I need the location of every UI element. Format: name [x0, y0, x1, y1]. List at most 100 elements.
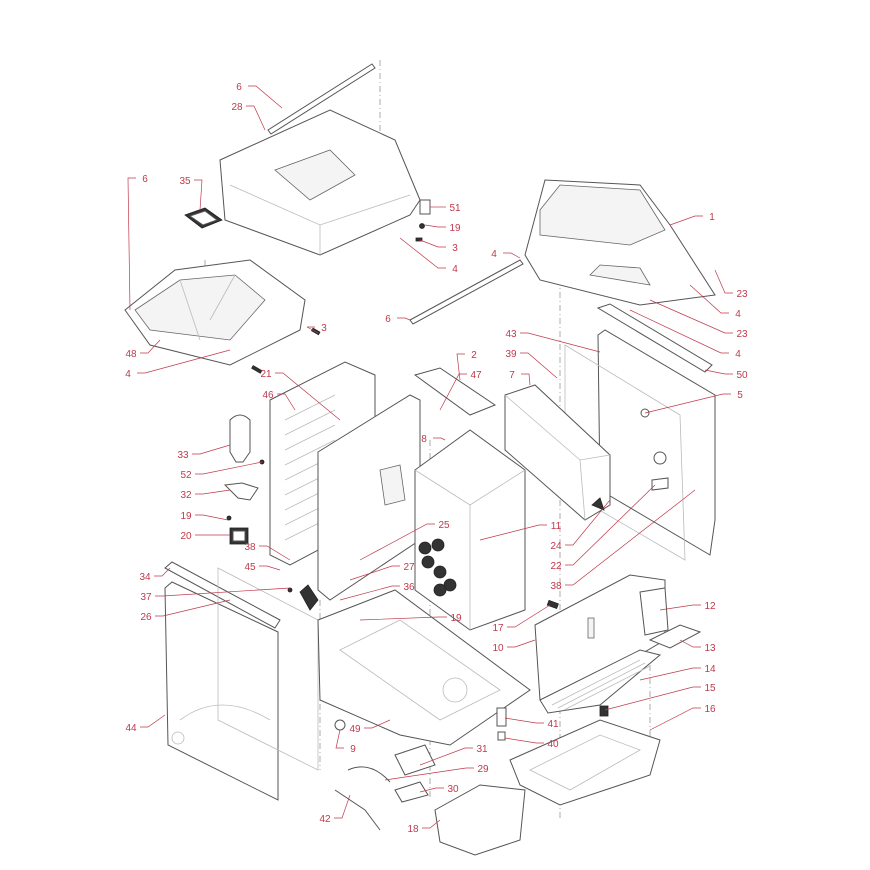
part-label-34: 34 [139, 572, 151, 583]
part-label-52: 52 [180, 470, 192, 481]
part-label-13: 13 [704, 643, 716, 654]
leader-line [155, 587, 291, 597]
leader-line [419, 787, 444, 793]
leader-line [565, 499, 611, 546]
leader-line [644, 393, 731, 414]
leader-line [259, 565, 281, 571]
leader-line [439, 373, 467, 411]
leader-line [195, 514, 229, 521]
container-part-18 [434, 784, 526, 856]
part-label-29: 29 [477, 764, 489, 775]
leader-line [140, 339, 161, 354]
part-label-48: 48 [125, 349, 137, 360]
leader-line [137, 349, 231, 374]
part-label-33: 33 [177, 450, 189, 461]
part-label-25: 25 [438, 520, 450, 531]
leader-line [689, 284, 729, 314]
part-label-23: 23 [736, 289, 748, 300]
leader-line [504, 737, 544, 744]
coils-part-27 [418, 538, 457, 597]
parts [124, 60, 716, 856]
part-32 [223, 482, 259, 501]
part-label-35: 35 [179, 176, 191, 187]
part-label-41: 41 [547, 719, 559, 730]
leader-line [649, 707, 701, 731]
leader-line [246, 105, 266, 131]
leader-line [503, 252, 521, 259]
leader-line [399, 237, 446, 269]
part-label-50: 50 [736, 370, 748, 381]
leader-line [334, 794, 351, 819]
part-label-39: 39 [505, 349, 517, 360]
part-label-15: 15 [704, 683, 716, 694]
leader-line [339, 585, 400, 601]
part-label-16: 16 [704, 704, 716, 715]
rod-part-6b [409, 259, 524, 325]
leader-line [565, 489, 696, 586]
side-panel-part-44 [164, 581, 279, 801]
part-label-32: 32 [180, 490, 192, 501]
part-label-27: 27 [403, 562, 415, 573]
leader-line [669, 215, 703, 226]
part-label-38: 38 [244, 542, 256, 553]
part-label-2: 2 [471, 350, 477, 361]
leader-line [384, 767, 474, 781]
part-label-7: 7 [509, 370, 515, 381]
part-label-1: 1 [709, 212, 715, 223]
part-label-20: 20 [180, 531, 192, 542]
part-label-12: 12 [704, 601, 716, 612]
panel-slats [284, 394, 336, 541]
leader-line [456, 353, 465, 381]
leader-line [714, 269, 733, 294]
part-30 [394, 781, 429, 803]
part-label-19: 19 [449, 223, 461, 234]
leader-line [521, 373, 531, 386]
part-13 [648, 624, 702, 649]
part-label-4: 4 [735, 349, 741, 360]
leader-line [127, 177, 136, 311]
leader-line [154, 567, 171, 577]
part-label-40: 40 [547, 739, 559, 750]
part-label-3: 3 [321, 323, 327, 334]
part-label-19: 19 [180, 511, 192, 522]
part-label-18: 18 [407, 824, 419, 835]
leader-line [275, 372, 341, 421]
part-label-45: 45 [244, 562, 256, 573]
leader-line [649, 299, 733, 334]
leader-line [565, 484, 656, 566]
leader-line [259, 545, 291, 561]
leader-line [195, 489, 231, 495]
cylinder-part-33 [229, 414, 251, 463]
part-label-4: 4 [491, 249, 497, 260]
leader-line [520, 332, 601, 353]
part-label-44: 44 [125, 723, 137, 734]
leader-line [520, 352, 558, 379]
part-label-31: 31 [476, 744, 488, 755]
leader-line [359, 523, 435, 561]
leader-line [248, 85, 283, 109]
part-label-51: 51 [449, 203, 461, 214]
box-part-7 [504, 384, 611, 521]
leader-line [192, 444, 231, 455]
part-31 [394, 744, 436, 776]
hose-part-29 [347, 766, 391, 783]
leader-line [604, 686, 701, 711]
part-label-19: 19 [450, 613, 462, 624]
leader-line [194, 179, 203, 211]
leader-line [704, 369, 733, 375]
part-12 [639, 587, 669, 636]
part-label-11: 11 [551, 521, 562, 532]
leader-line [419, 239, 446, 248]
leader-line [364, 719, 391, 729]
part-label-49: 49 [349, 724, 361, 735]
part-label-26: 26 [140, 612, 152, 623]
part-label-8: 8 [421, 434, 427, 445]
leader-line [679, 639, 701, 648]
leader-line [504, 717, 544, 724]
leader-line [306, 326, 319, 334]
leader-line [335, 729, 344, 749]
part-label-21: 21 [260, 369, 272, 380]
leader-line [433, 437, 446, 441]
leader-line [422, 819, 441, 829]
